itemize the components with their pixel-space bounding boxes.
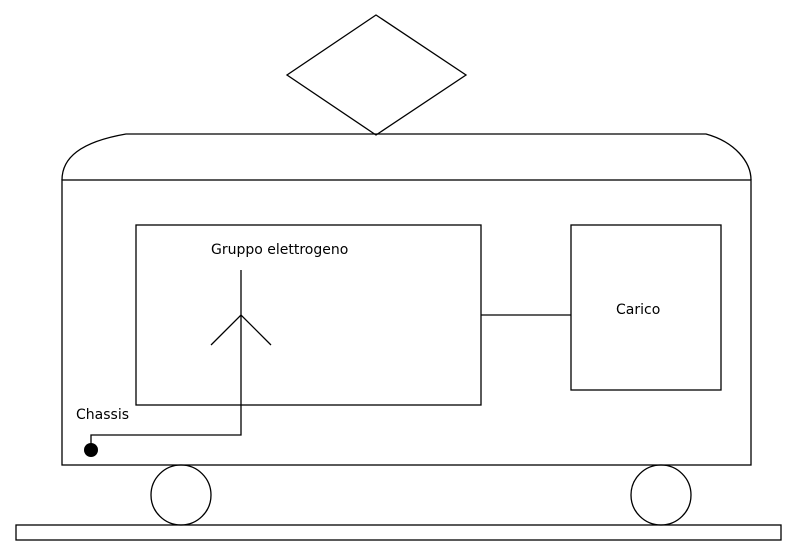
generator-label: Gruppo elettrogeno (211, 242, 348, 258)
chassis-ground-point (84, 443, 98, 457)
ground-wire (90, 270, 242, 450)
tram-roof (61, 133, 752, 181)
wheel-right (630, 464, 692, 526)
load-box (570, 224, 722, 391)
load-label: Carico (616, 302, 660, 318)
pantograph (285, 14, 468, 136)
chassis-label: Chassis (76, 407, 129, 423)
wheel-left (150, 464, 212, 526)
tram-body (61, 179, 752, 466)
rail (15, 524, 782, 541)
